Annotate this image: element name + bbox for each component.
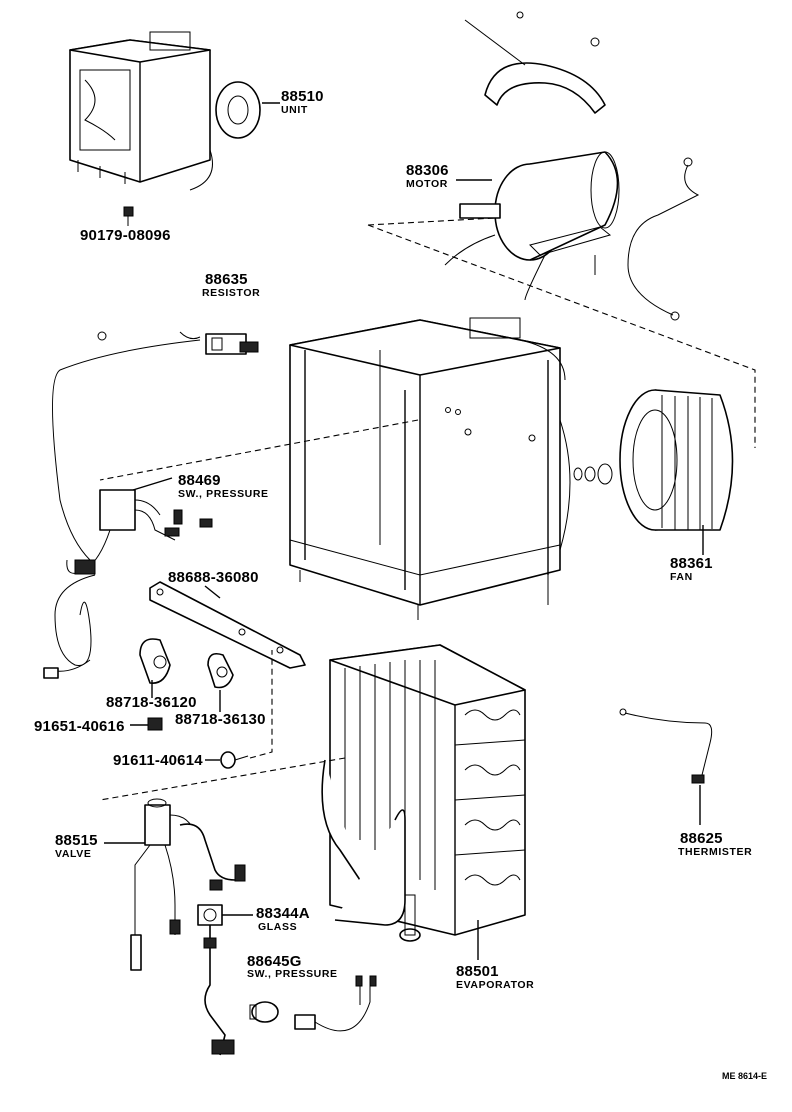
label-unit-number: 88510 [281,88,324,105]
motor-harness [627,164,700,316]
label-bolt-b-number: 91611-40614 [113,752,203,769]
label-sw-pressure-number: 88469 [178,472,221,489]
label-evaporator-number: 88501 [456,963,499,980]
label-valve-number: 88515 [55,832,98,849]
label-glass-caption: GLASS [258,921,297,933]
fan-part [573,389,734,531]
label-resistor-number: 88635 [205,271,248,288]
part-labels: 88510 UNIT 90179-08096 88306 MOTOR 88635… [34,88,767,1081]
resistor-part [179,331,259,355]
thermister-part [619,708,713,784]
bolt-a-part [130,717,163,731]
sight-glass-part [197,904,235,1056]
clamp-b-part [207,652,234,689]
label-resistor-caption: RESISTOR [202,287,260,299]
dash-evap-valve [99,757,346,801]
label-valve-caption: VALVE [55,848,91,860]
label-clamp-a-number: 88718-36120 [106,694,197,711]
label-thermister-caption: THERMISTER [678,846,752,858]
motor-part [444,151,620,301]
label-fan-number: 88361 [670,555,713,572]
label-fan-caption: FAN [670,571,693,583]
pressure-switch-g-part [249,975,377,1032]
label-glass-number: 88344A [256,905,310,922]
dash-bolt-bracket [249,650,273,759]
label-unit-caption: UNIT [281,104,308,116]
label-bolt-unit-number: 90179-08096 [80,227,171,244]
evaporator-fins [344,660,436,890]
footer-code: ME 8614-E [722,1071,767,1081]
label-sw-pressure-g-caption: SW., PRESSURE [247,968,338,980]
dash-motor-right [367,224,756,448]
bolt-unit-part [123,206,134,226]
valve-part [130,798,246,971]
dash-case-switch [99,419,419,481]
clamp-a-part [139,638,171,684]
label-motor-number: 88306 [406,162,449,179]
unit-case [289,317,571,620]
motor-bracket [464,11,606,114]
label-motor-caption: MOTOR [406,178,448,190]
leader-bracket [204,585,221,599]
pressure-switch-part [43,331,213,679]
bracket-part [149,581,306,669]
label-bolt-a-number: 91651-40616 [34,718,125,735]
label-clamp-b-number: 88718-36130 [175,711,266,728]
label-evaporator-caption: EVAPORATOR [456,979,534,991]
dash-motor-left [367,217,496,226]
label-sw-pressure-caption: SW., PRESSURE [178,488,269,500]
label-bracket-number: 88688-36080 [168,569,259,586]
evaporator-part [321,644,526,942]
label-sw-pressure-g-number: 88645G [247,953,302,970]
bolt-b-part [205,751,249,769]
leader-sw-pressure [132,477,173,491]
unit-assembly [69,31,261,191]
label-thermister-number: 88625 [680,830,723,847]
